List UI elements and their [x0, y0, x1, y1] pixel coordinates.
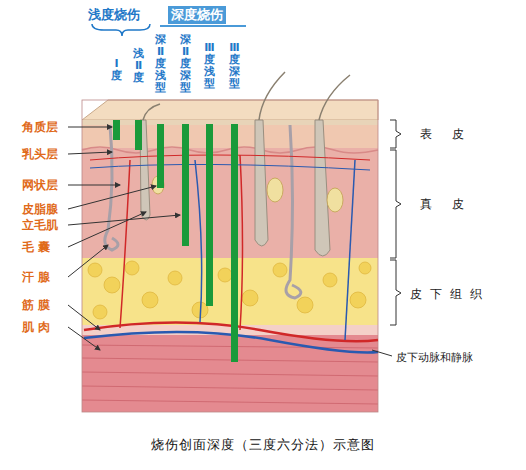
layer-label: 立毛肌: [22, 217, 58, 234]
depth-label: Ⅲ度浅型: [204, 42, 215, 90]
caption: 烧伤创面深度（三度六分法）示意图: [151, 436, 375, 454]
layer-bracket-label: 表 皮: [420, 126, 472, 143]
vessel-label: 皮下动脉和静脉: [396, 350, 473, 365]
layer-label: 网状层: [22, 177, 58, 194]
depth-label: Ⅰ度: [111, 58, 122, 82]
layer-bracket-label: 皮下组织: [410, 286, 490, 303]
burn-group: 深度烧伤: [168, 6, 226, 24]
depth-label: 浅Ⅱ度: [133, 48, 144, 84]
layer-label: 皮脂腺: [22, 201, 58, 218]
layer-label: 筋 膜: [22, 297, 50, 314]
depth-label: 深Ⅱ度深型: [180, 34, 191, 94]
layer-label: 毛 囊: [22, 239, 50, 256]
layer-label: 乳头层: [22, 146, 58, 163]
layer-label: 汗 腺: [22, 269, 50, 286]
layer-bracket-label: 真 皮: [420, 196, 472, 213]
layer-label: 肌 肉: [22, 319, 50, 336]
depth-label: 深Ⅱ度浅型: [155, 34, 166, 94]
burn-group: 浅度烧伤: [88, 6, 140, 24]
layer-label: 角质层: [22, 119, 58, 136]
depth-label: Ⅲ度深型: [229, 42, 240, 90]
